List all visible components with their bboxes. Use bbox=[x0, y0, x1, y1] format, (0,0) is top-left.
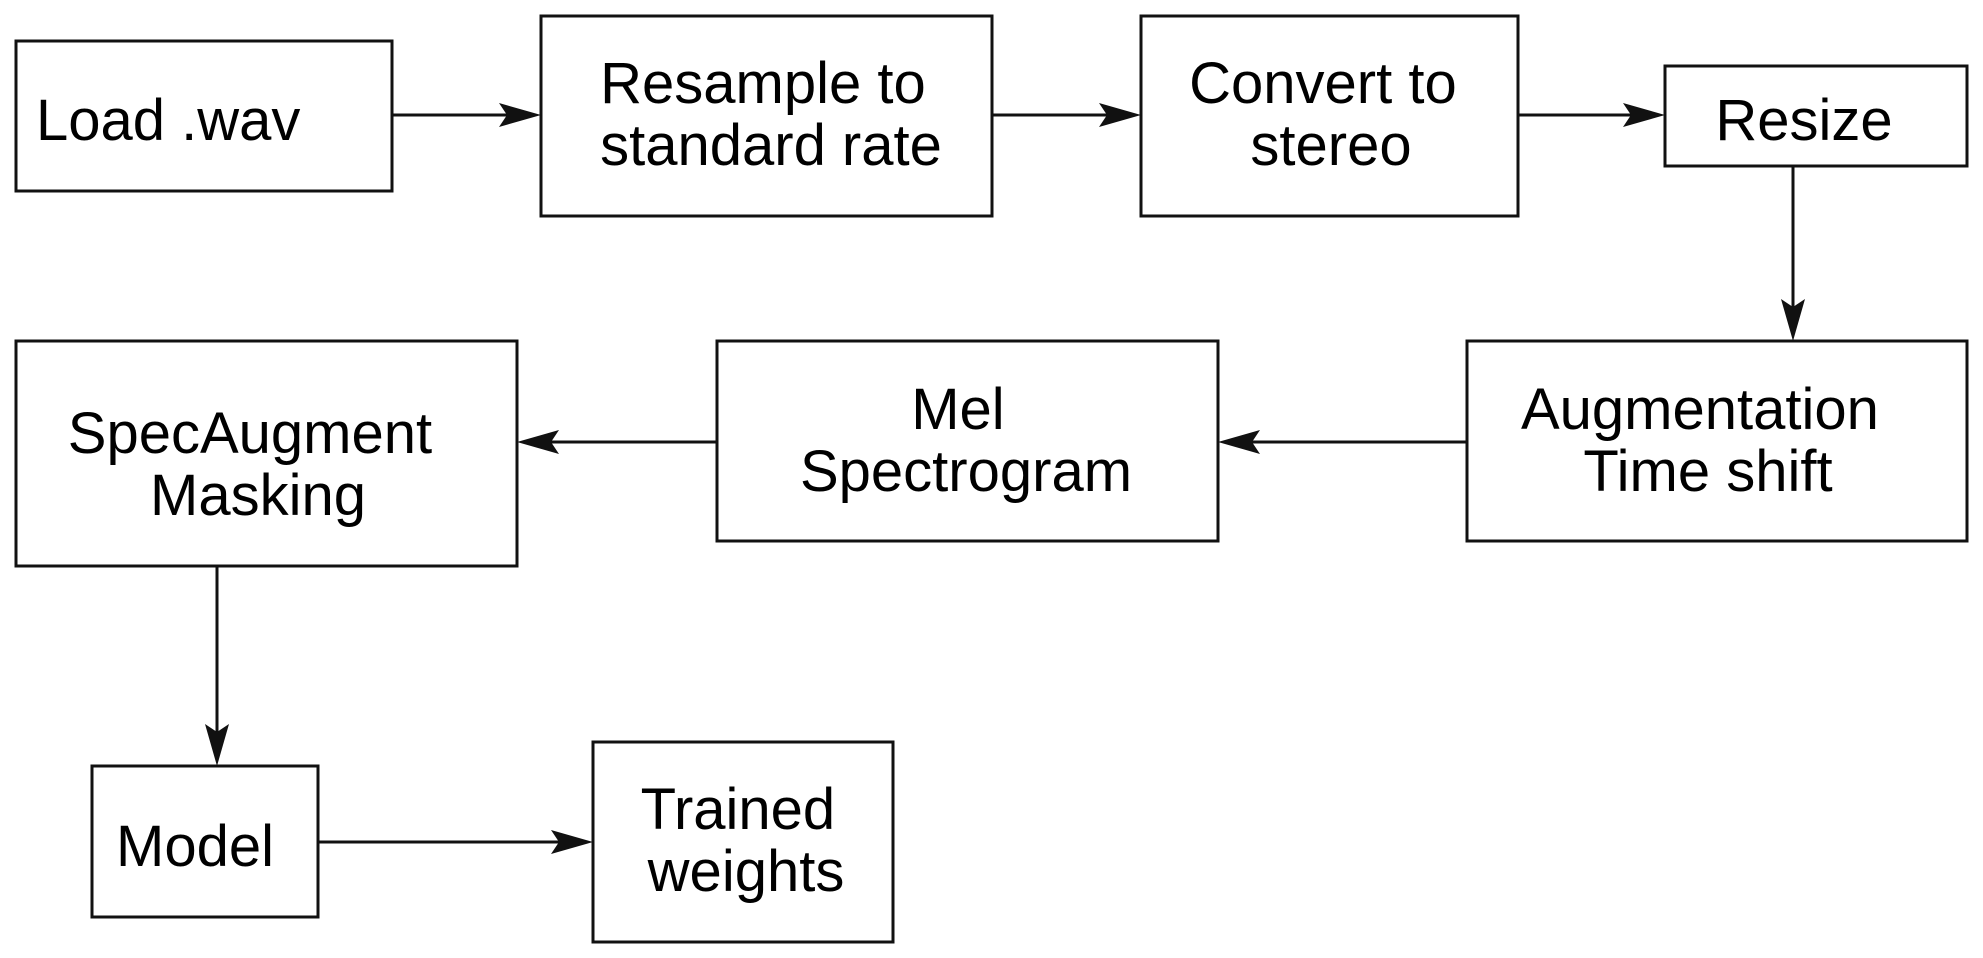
node-trained-weights: Trained weights bbox=[591, 740, 895, 944]
arrowhead-specaugment-to-model bbox=[205, 724, 229, 766]
node-trained-weights-line-1: Trained bbox=[641, 777, 836, 842]
node-trained-weights-line-2: weights bbox=[647, 839, 845, 904]
node-convert-stereo: Convert to stereo bbox=[1139, 14, 1520, 218]
node-resize: Resize bbox=[1663, 64, 1969, 168]
node-mel-spectrogram-label: Mel Spectrogram bbox=[800, 377, 1132, 504]
node-resample: Resample to standard rate bbox=[539, 14, 994, 218]
node-mel-spectrogram-box bbox=[715, 339, 1220, 543]
node-convert-stereo-box bbox=[1139, 14, 1520, 218]
node-load-wav: Load .wav bbox=[14, 39, 394, 193]
node-resample-box bbox=[539, 14, 994, 218]
node-convert-stereo-line-2: stereo bbox=[1250, 113, 1411, 178]
node-trained-weights-box bbox=[591, 740, 895, 944]
node-load-wav-label: Load .wav bbox=[36, 88, 300, 153]
node-specaugment-label: SpecAugment Masking bbox=[68, 401, 448, 528]
node-specaugment-box bbox=[14, 339, 519, 568]
node-load-wav-line-1: Load .wav bbox=[36, 88, 300, 153]
node-augmentation: Augmentation Time shift bbox=[1465, 339, 1969, 543]
arrowhead-augmentation-to-mel bbox=[1218, 430, 1260, 454]
node-model-box bbox=[90, 764, 320, 919]
arrowhead-load-to-resample bbox=[499, 103, 541, 127]
node-trained-weights-label: Trained weights bbox=[641, 777, 852, 904]
node-resample-line-1: Resample to bbox=[600, 51, 926, 116]
node-convert-stereo-line-1: Convert to bbox=[1189, 51, 1457, 116]
node-specaugment-line-1: SpecAugment bbox=[68, 401, 432, 466]
node-model-line-1: Model bbox=[116, 814, 274, 879]
edges bbox=[205, 103, 1805, 854]
node-load-wav-box bbox=[14, 39, 394, 193]
node-augmentation-line-1: Augmentation bbox=[1521, 377, 1879, 442]
node-augmentation-label: Augmentation Time shift bbox=[1521, 377, 1895, 504]
node-mel-spectrogram: Mel Spectrogram bbox=[715, 339, 1220, 543]
node-resize-box bbox=[1663, 64, 1969, 168]
node-specaugment: SpecAugment Masking bbox=[14, 339, 519, 568]
node-resize-line-1: Resize bbox=[1715, 88, 1892, 153]
arrowhead-resize-to-augmentation bbox=[1781, 299, 1805, 341]
node-augmentation-box bbox=[1465, 339, 1969, 543]
node-augmentation-line-2: Time shift bbox=[1583, 439, 1832, 504]
arrowhead-model-to-weights bbox=[551, 830, 593, 854]
arrowhead-mel-to-specaugment bbox=[517, 430, 559, 454]
node-mel-spectrogram-line-1: Mel bbox=[911, 377, 1004, 442]
node-convert-stereo-label: Convert to stereo bbox=[1189, 51, 1473, 178]
node-model-label: Model bbox=[116, 814, 274, 879]
node-resize-label: Resize bbox=[1715, 88, 1892, 153]
arrowhead-convert-to-resize bbox=[1623, 103, 1665, 127]
node-resample-line-2: standard rate bbox=[600, 113, 942, 178]
node-mel-spectrogram-line-2: Spectrogram bbox=[800, 439, 1132, 504]
node-specaugment-line-2: Masking bbox=[150, 463, 366, 528]
arrowhead-resample-to-convert bbox=[1099, 103, 1141, 127]
node-resample-label: Resample to standard rate bbox=[600, 51, 942, 178]
node-model: Model bbox=[90, 764, 320, 919]
